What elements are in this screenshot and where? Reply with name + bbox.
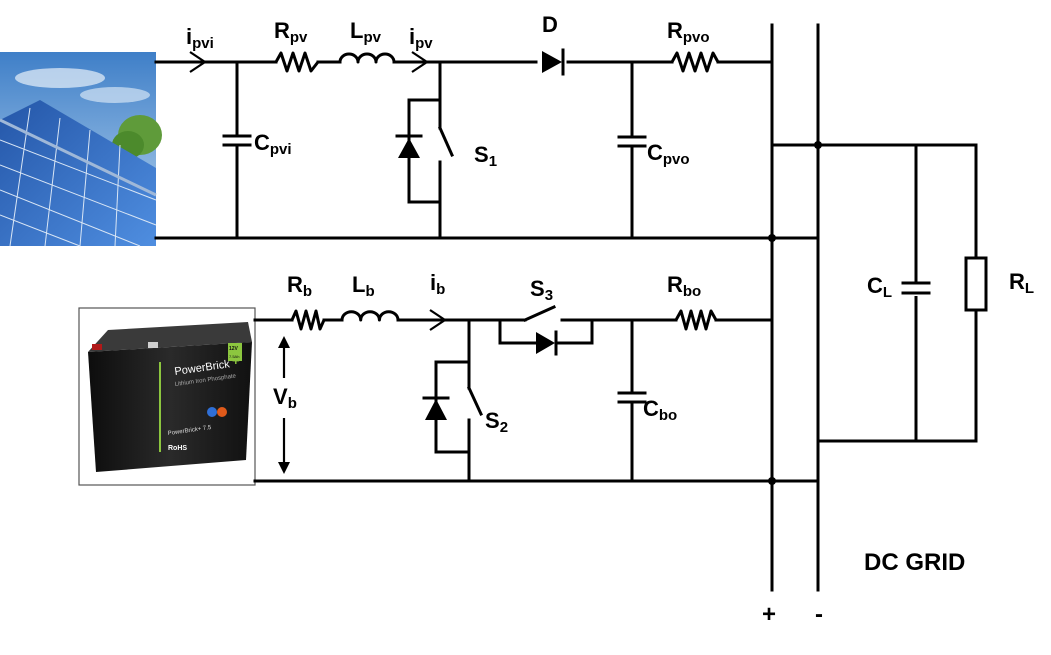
battery-rohs: RoHS — [168, 445, 187, 452]
battery-badge-top: 12V — [229, 346, 239, 352]
label-s2: S2 — [485, 408, 508, 436]
label-plus: + — [762, 601, 776, 628]
capacitor-cpvi — [222, 60, 252, 240]
label-minus: - — [815, 601, 823, 628]
resistor-rbo — [674, 309, 718, 331]
label-vb: Vb — [273, 384, 297, 412]
label-d: D — [542, 12, 558, 37]
solar-panel-photo — [0, 52, 162, 247]
switch-s3 — [498, 305, 594, 356]
inductor-lpv — [338, 52, 396, 64]
label-rpv: Rpv — [274, 18, 308, 46]
label-rbo: Rbo — [667, 272, 701, 300]
label-dc-grid: DC GRID — [864, 549, 965, 576]
resistor-rl — [964, 256, 988, 312]
label-ib: ib — [430, 270, 445, 298]
label-cpvi: Cpvi — [254, 130, 292, 158]
battery-converter — [253, 305, 820, 483]
battery-photo: PowerBrick + Lithium Iron Phosphate 12V … — [78, 307, 256, 486]
label-ipvi: ipvi — [186, 24, 214, 52]
resistor-rb — [290, 309, 326, 331]
capacitor-cpvo — [617, 60, 647, 240]
current-arrow-ipv — [411, 51, 429, 73]
inductor-lb — [340, 310, 400, 322]
current-arrow-ib — [429, 309, 447, 331]
resistor-rpv — [274, 51, 320, 73]
component-labels: ipvi Rpv Lpv ipv D Rpvo Cpvi S1 Cpvo Rb … — [186, 12, 1034, 628]
label-cbo: Cbo — [643, 396, 677, 424]
label-s1: S1 — [474, 142, 497, 170]
label-rpvo: Rpvo — [667, 18, 710, 46]
label-rl: RL — [1009, 269, 1034, 297]
label-cpvo: Cpvo — [647, 140, 690, 168]
capacitor-cbo — [617, 318, 647, 483]
voltage-arrow-vb — [278, 336, 290, 474]
pv-converter — [154, 48, 820, 240]
label-rb: Rb — [287, 272, 312, 300]
dc-grid — [768, 23, 988, 592]
label-s3: S3 — [530, 276, 553, 304]
label-lpv: Lpv — [350, 18, 382, 46]
capacitor-cl — [901, 281, 931, 296]
label-ipv: ipv — [409, 24, 433, 52]
battery-badge-bottom: 7.5Ah — [229, 354, 239, 359]
label-cl: CL — [867, 273, 892, 301]
switch-s1 — [395, 60, 454, 240]
diode-d — [542, 48, 565, 76]
current-arrow-ipvi — [189, 51, 207, 73]
resistor-rpvo — [670, 51, 720, 73]
label-lb: Lb — [352, 272, 375, 300]
switch-s2 — [422, 318, 483, 483]
